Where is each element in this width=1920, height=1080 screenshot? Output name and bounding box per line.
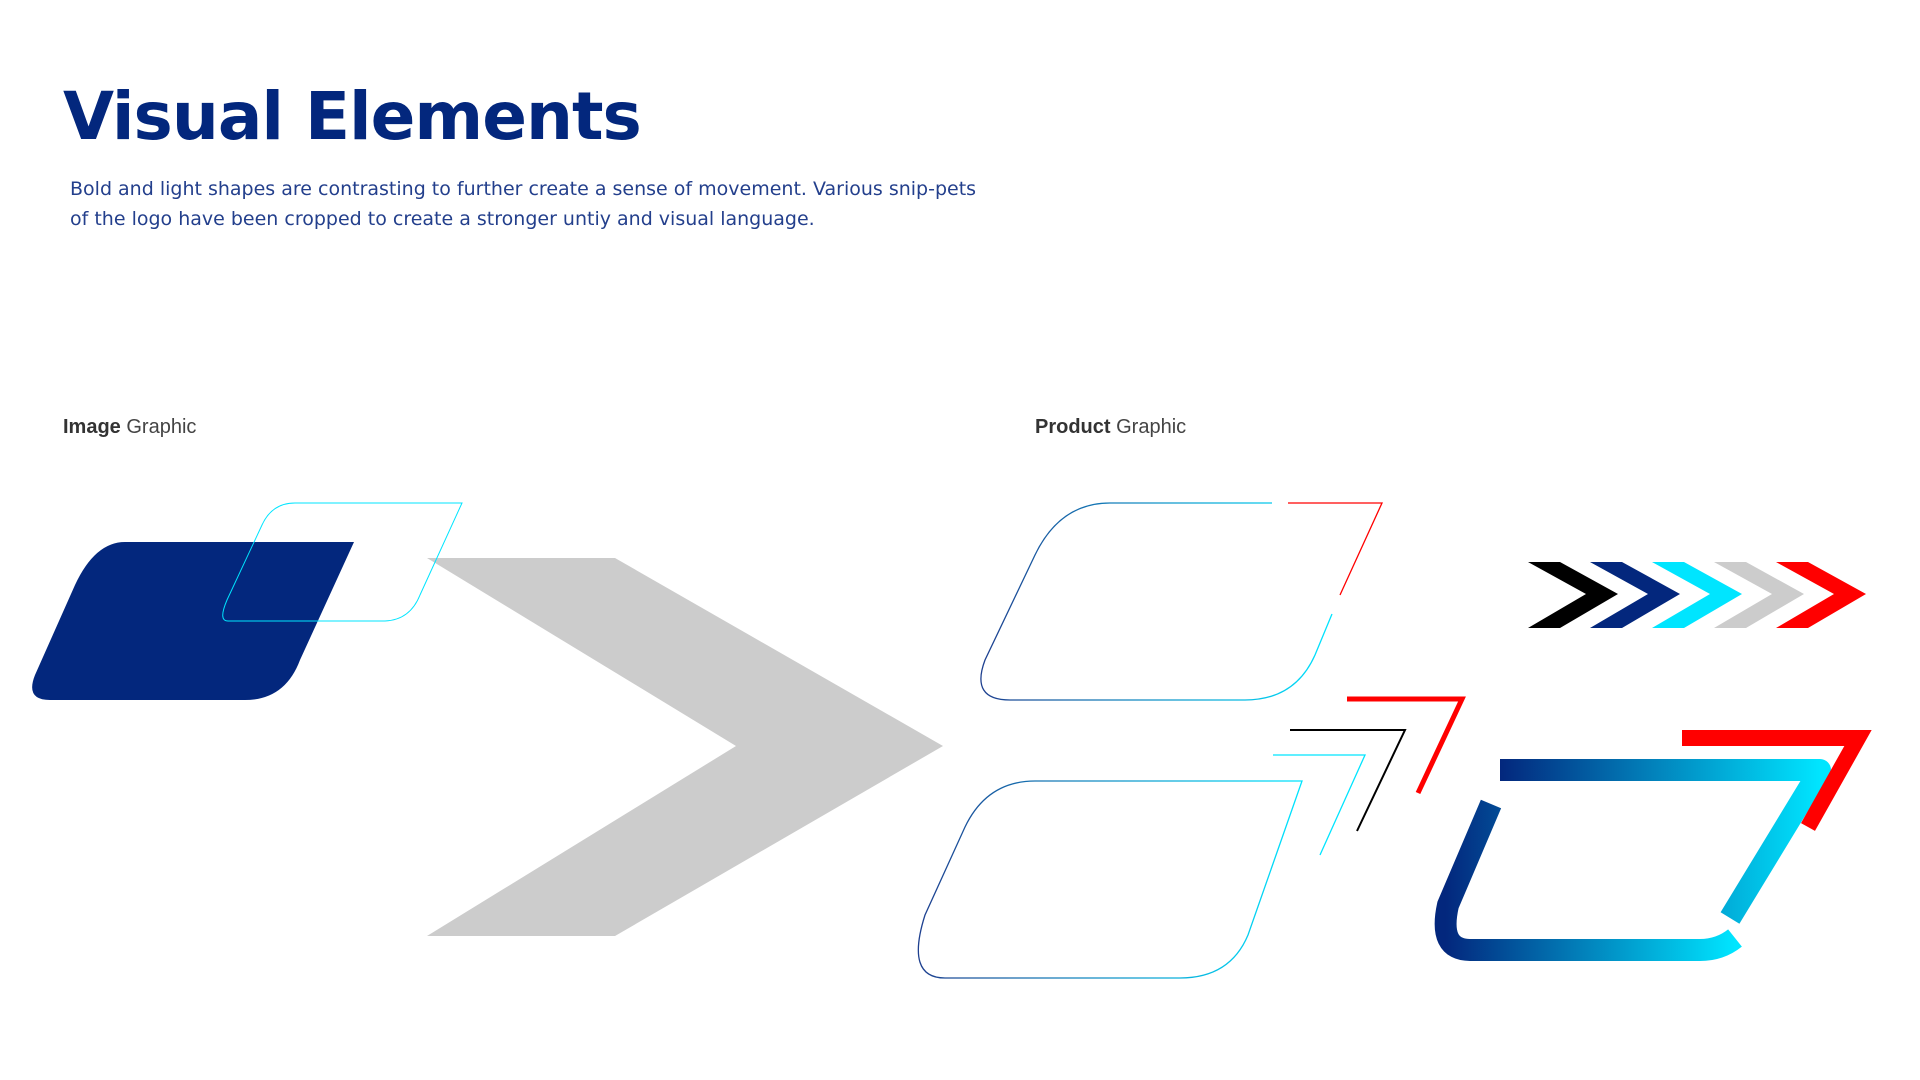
red-corner-upper-shape [1288,502,1384,596]
chevron-cyan-shape [1652,562,1742,628]
product-graphic-label-bold: Product [1035,416,1111,438]
gradient-frame-shape [1500,759,1831,924]
outline-parallelogram-lower-shape [917,780,1303,979]
outline-parallelogram-upper-shape [980,502,1333,701]
image-graphic-label-light: Graphic [126,416,197,438]
cyan-corner-lower-shape [1273,754,1367,856]
red-corner-frame-shape [1682,730,1872,831]
chevron-strip [1528,562,1866,628]
gradient-frame-bottom-shape [1434,799,1742,961]
image-graphic-label: Image Graphic [63,416,196,439]
chevron-gray-shape [1714,562,1804,628]
image-graphic-label-bold: Image [63,416,121,438]
gray-chevron-shape [427,558,943,936]
navy-parallelogram-shape [32,542,355,700]
cyan-outline-parallelogram-shape [222,502,463,622]
chevron-red-shape [1776,562,1866,628]
page-description: Bold and light shapes are contrasting to… [70,178,977,230]
chevron-navy-shape [1590,562,1680,628]
red-corner-lower-shape [1347,696,1466,795]
page-title: Visual Elements [63,78,642,155]
black-corner-lower-shape [1290,729,1407,832]
product-graphic-label: Product Graphic [1035,416,1186,439]
product-graphic-label-light: Graphic [1116,416,1187,438]
chevron-black-shape [1528,562,1618,628]
